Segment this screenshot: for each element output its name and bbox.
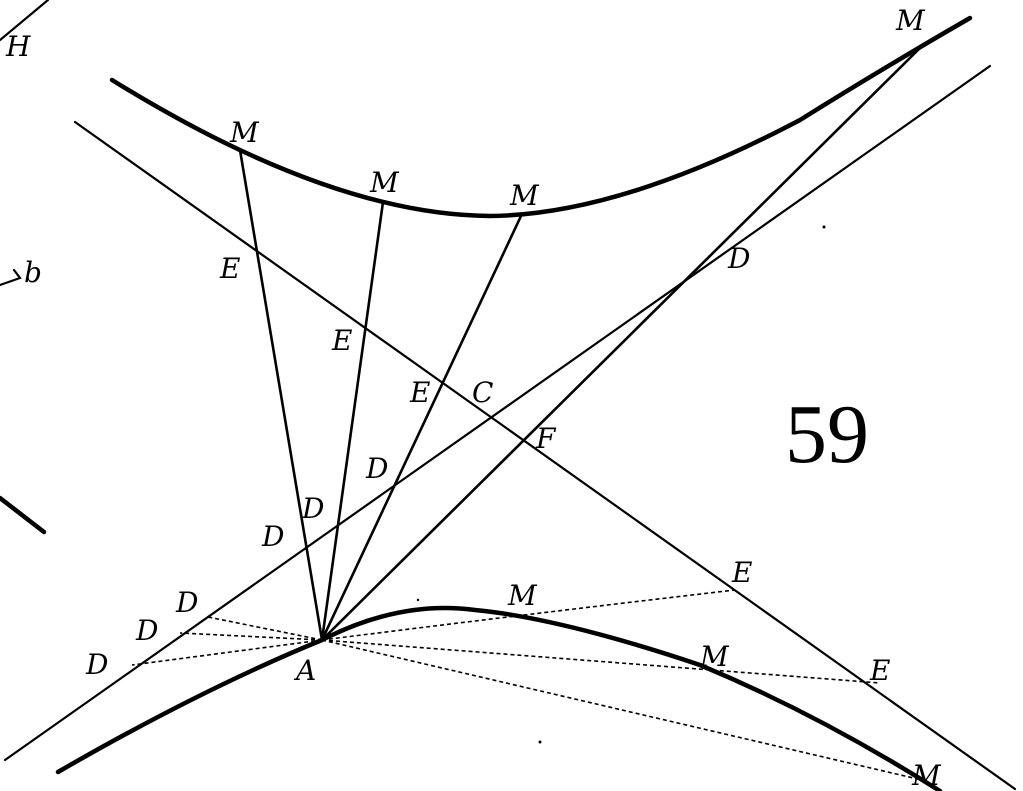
ray-A-to-M1 [238, 148, 324, 642]
speck [822, 225, 826, 229]
label-D-2: D [301, 492, 324, 525]
label-M-top-right: M [895, 4, 926, 37]
label-D-upper-right: D [727, 242, 750, 275]
label-F: F [535, 422, 557, 455]
dash-A-to-D1 [207, 616, 323, 641]
label-C: C [472, 376, 493, 409]
asymptote-descending [73, 120, 1017, 791]
asymptote-ascending [3, 64, 992, 762]
label-M-lower-1: M [507, 579, 538, 612]
speck [416, 598, 420, 602]
label-D-4: D [175, 586, 198, 619]
dash-A-to-E-upper [321, 589, 736, 641]
label-M-lower-2: M [699, 640, 730, 673]
edge-fragment-arrow [0, 268, 22, 287]
dash-A-to-D3 [131, 639, 323, 666]
label-E-lower-2: E [869, 654, 890, 687]
label-H: H [5, 30, 31, 63]
label-D-1: D [365, 452, 388, 485]
ray-A-to-M2 [320, 200, 385, 642]
label-E-1: E [219, 252, 240, 285]
lower-hyperbola-branch [55, 605, 943, 791]
dash-A-to-E-lower [321, 639, 881, 684]
label-D-5: D [135, 614, 158, 647]
label-E-2: E [331, 324, 352, 357]
label-D-3: D [261, 520, 284, 553]
ray-A-to-M3 [320, 214, 523, 642]
label-E-3: E [409, 376, 430, 409]
ray-A-to-M4 [320, 46, 922, 642]
label-M-upper-mid: M [369, 166, 400, 199]
upper-hyperbola-branch [109, 15, 973, 219]
dash-A-to-D2 [179, 632, 323, 641]
edge-fragment-top [0, 0, 50, 42]
figure-number: 59 [785, 388, 869, 481]
edge-fragment-bottom [0, 495, 47, 535]
label-M-lower-3: M [911, 759, 942, 791]
label-M-upper-right: M [509, 179, 540, 212]
label-b: b [24, 256, 42, 289]
speck [538, 740, 542, 744]
label-A: A [293, 654, 316, 687]
label-D-6: D [85, 648, 108, 681]
dash-A-to-M-bottom [321, 639, 923, 781]
label-E-lower-1: E [731, 556, 752, 589]
label-M-upper-left: M [229, 116, 260, 149]
